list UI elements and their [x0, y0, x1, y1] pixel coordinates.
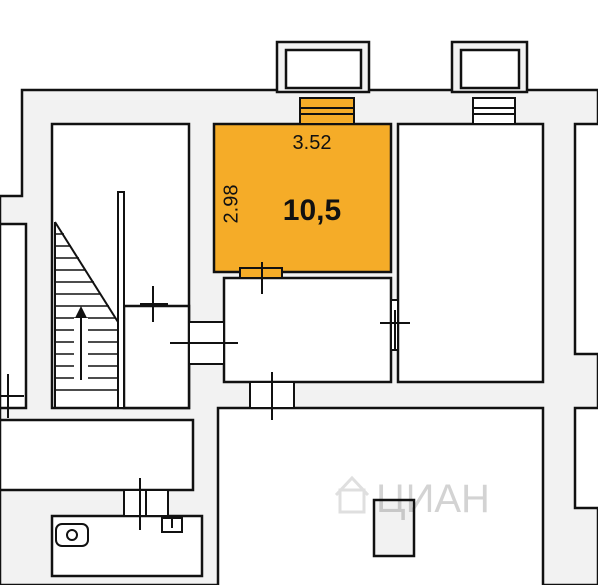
- room-area-label: 10,5: [283, 194, 341, 227]
- large-room: [216, 406, 545, 585]
- cian-house-logo-icon: [334, 475, 370, 514]
- window-highlighted: [299, 97, 355, 125]
- left-room: [0, 222, 28, 410]
- arrow-up-icon: [74, 306, 88, 380]
- watermark: ЦИАН: [334, 475, 490, 521]
- pillar: [372, 498, 416, 558]
- watermark-text: ЦИАН: [376, 477, 490, 521]
- staircase: [54, 191, 125, 409]
- room-width-label: 3.52: [293, 132, 332, 154]
- bathtub-icon: [55, 517, 183, 547]
- far-right-room: [573, 122, 598, 356]
- room-height-label: 2.98: [220, 185, 242, 224]
- right-room: [396, 122, 545, 384]
- window-bays: [275, 40, 529, 94]
- hall-room: [222, 276, 393, 384]
- corridor-left: [0, 418, 195, 492]
- corridor-piece: [122, 304, 191, 410]
- rooms: [0, 122, 598, 585]
- far-bottom-right-room: [573, 406, 598, 510]
- door-marks: [0, 262, 410, 530]
- window-right: [472, 97, 516, 125]
- window-bay-2-inner: [459, 48, 521, 90]
- window-bay-1-inner: [284, 48, 363, 90]
- windows: [299, 97, 516, 125]
- stair-rail: [117, 191, 125, 409]
